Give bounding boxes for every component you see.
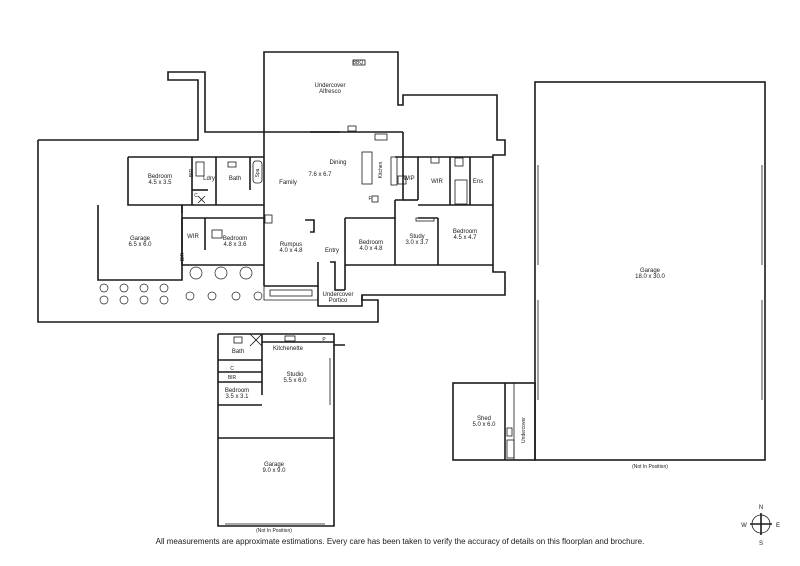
label-bath-studio: Bath [232, 349, 244, 355]
label-pantry: P [322, 337, 326, 343]
label-bedroom-c: Bedroom [359, 240, 383, 246]
label-shed: Shed [477, 416, 491, 422]
label-alfresco-1: Undercover [314, 83, 345, 89]
label-bedroom-w: Bedroom [223, 236, 247, 242]
size-bedroom-c: 4.0 x 4.8 [359, 246, 383, 252]
label-bir-studio: BIR [228, 375, 237, 381]
size-bedroom-studio: 3.5 x 3.1 [225, 394, 249, 400]
room-labels: Bedroom 4.5 x 3.5 BIR Ldry Bath Spa Fami… [128, 60, 780, 547]
main-house-fixtures [195, 59, 468, 297]
label-kitchenette: Kitchenette [273, 346, 304, 352]
note-not-in-position-2: (Not In Position) [632, 464, 668, 470]
size-shed: 5.0 x 6.0 [472, 422, 496, 428]
label-spa: Spa [255, 168, 261, 177]
label-bbq: BBQ [353, 60, 364, 66]
size-bedroom-w: 4.8 x 3.6 [223, 242, 247, 248]
compass-n: N [759, 505, 763, 511]
size-dining: 7.6 x 6.7 [308, 172, 332, 178]
disclaimer-text: All measurements are approximate estimat… [155, 537, 645, 546]
studio-building [217, 333, 345, 527]
label-study: Study [409, 234, 424, 240]
compass-e: E [776, 523, 780, 529]
label-entry: Entry [325, 248, 339, 254]
size-garage-studio: 9.0 x 9.0 [262, 468, 286, 474]
label-wir-master: WIR [431, 179, 443, 185]
compass-s: S [759, 541, 763, 547]
label-dining: Dining [329, 160, 346, 166]
label-portico-2: Portico [329, 298, 348, 304]
label-portico-1: Undercover [322, 292, 353, 298]
label-ens: Ens [473, 179, 483, 185]
compass-w: W [741, 523, 747, 529]
label-bedroom-studio: Bedroom [225, 388, 249, 394]
label-family: Family [279, 180, 297, 186]
compass-rose [750, 513, 772, 535]
label-bedroom-nw: Bedroom [148, 174, 172, 180]
size-garage-w: 6.5 x 6.0 [128, 242, 152, 248]
size-studio: 5.5 x 6.0 [283, 378, 307, 384]
label-undercover-shed: Undercover [521, 417, 527, 443]
note-not-in-position-1: (Not In Position) [256, 528, 292, 534]
label-garage-w: Garage [130, 236, 151, 242]
size-garage-big: 18.0 x 30.0 [635, 274, 665, 280]
label-kitchen: Kitchen [378, 161, 384, 178]
label-ldry: Ldry [203, 176, 215, 182]
label-bedroom-e: Bedroom [453, 229, 477, 235]
big-garage [534, 81, 766, 461]
label-bir-w: BIR [180, 252, 186, 261]
size-bedroom-nw: 4.5 x 3.5 [148, 180, 172, 186]
label-rumpus: Rumpus [280, 242, 302, 248]
label-alfresco-2: Alfresco [319, 89, 341, 95]
label-garage-big: Garage [640, 268, 661, 274]
label-wir-w: WIR [187, 234, 199, 240]
label-bath-main: Bath [229, 176, 241, 182]
size-rumpus: 4.0 x 4.8 [279, 248, 303, 254]
garden-trees [99, 266, 263, 305]
label-c-main: C [194, 193, 198, 199]
main-house-walls [97, 131, 493, 307]
label-fridge: F [368, 196, 371, 202]
size-bedroom-e: 4.5 x 4.7 [453, 235, 477, 241]
main-house-site-outline [37, 51, 506, 323]
label-garage-studio: Garage [264, 462, 285, 468]
label-studio: Studio [286, 372, 304, 378]
label-c-studio: C [230, 366, 234, 372]
label-wip: WIP [403, 176, 414, 182]
label-bir-nw: BIR [189, 168, 195, 177]
size-study: 3.0 x 3.7 [405, 240, 429, 246]
